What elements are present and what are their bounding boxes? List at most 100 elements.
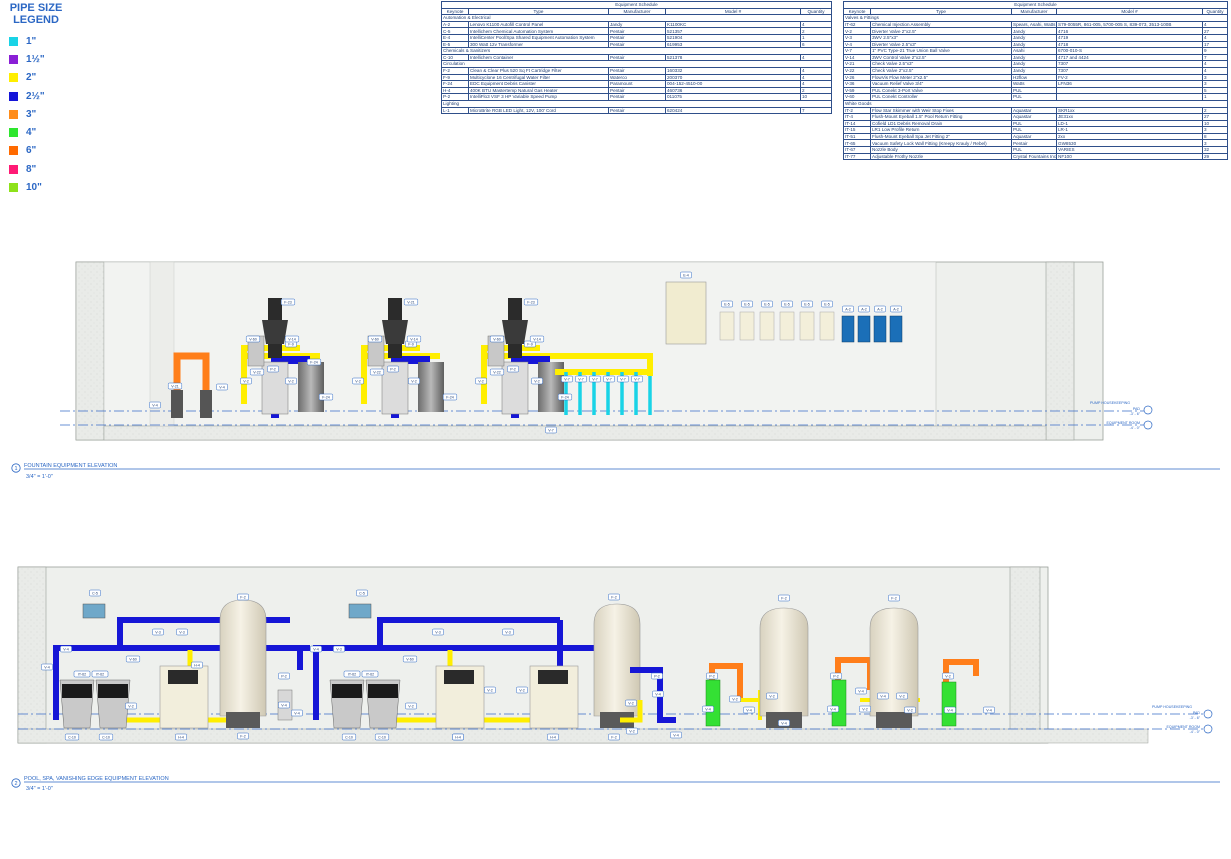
equipment-tag: V-22 bbox=[369, 368, 385, 376]
schedule-cell: 10 bbox=[799, 93, 833, 101]
equipment-tag-box bbox=[631, 375, 643, 383]
equipment-tag: P-2 bbox=[507, 365, 519, 373]
legend-swatch bbox=[9, 36, 18, 46]
legend-item: 3" bbox=[6, 105, 66, 123]
equipment-tag-label: V-14 bbox=[288, 337, 295, 341]
equipment-tag: F-24 bbox=[318, 393, 334, 401]
equipment-tag-box bbox=[842, 305, 854, 313]
equipment-tag: V-2 bbox=[125, 702, 137, 710]
equipment-tag-label: E-5 bbox=[744, 302, 750, 306]
equipment-tag-label: V-3 bbox=[336, 647, 341, 651]
equipment-tag: V-4 bbox=[855, 687, 867, 695]
equipment-tag-label: V-2 bbox=[628, 701, 633, 705]
elevation-1-title: FOUNTAIN EQUIPMENT ELEVATION bbox=[24, 463, 117, 469]
schedule-section-heading: Valves & Fittings bbox=[842, 14, 1229, 22]
elevation-1-room-elev: -4' - 0" bbox=[1130, 426, 1141, 430]
equipment-tag-box bbox=[405, 702, 417, 710]
equipment-tag-label: V-60 bbox=[406, 657, 413, 661]
equipment-tag-box bbox=[944, 706, 956, 714]
equipment-tag: E-4 bbox=[680, 271, 692, 279]
equipment-tag-label: V-4 bbox=[858, 689, 863, 693]
equipment-tag: E-5 bbox=[721, 300, 733, 308]
equipment-tag: A-2 bbox=[858, 305, 870, 313]
elevation-1-housekeeping-elev: -3' - 6" bbox=[1130, 412, 1141, 416]
equipment-tag: V-4 bbox=[983, 706, 995, 714]
elevation-2-housekeeping-label: PUMP HOUSEKEEPING bbox=[1152, 705, 1192, 709]
equipment-tag: V-3 bbox=[333, 645, 345, 653]
equipment-tag: P-2 bbox=[830, 672, 842, 680]
equipment-tag: V-2 bbox=[625, 699, 637, 707]
equipment-tag-box bbox=[855, 687, 867, 695]
equipment-tag-label: C-10 bbox=[345, 735, 353, 739]
equipment-tag-box bbox=[652, 690, 664, 698]
equipment-tag-label: H-4 bbox=[550, 735, 556, 739]
equipment-tag: C-10 bbox=[341, 733, 357, 741]
equipment-tag-box bbox=[561, 375, 573, 383]
equipment-tag-box bbox=[352, 377, 364, 385]
equipment-tag-box bbox=[175, 733, 187, 741]
equipment-tag-box bbox=[374, 733, 390, 741]
equipment-tag: V-4 bbox=[310, 645, 322, 653]
elevation-1-housekeeping-label: PUMP HOUSEKEEPING bbox=[1090, 401, 1130, 405]
legend-swatch bbox=[9, 164, 18, 174]
equipment-tag-box bbox=[729, 695, 741, 703]
elevation-1-room-label: EQUIPMENT ROOM bbox=[1107, 421, 1140, 425]
equipment-tag: F-24 bbox=[557, 393, 573, 401]
equipment-tag-box bbox=[781, 300, 793, 308]
equipment-tag-label: V-4 bbox=[947, 708, 952, 712]
equipment-tag-label: V-7 bbox=[620, 377, 625, 381]
equipment-tag-label: IT-62 bbox=[96, 672, 104, 676]
equipment-tag-label: V-7 bbox=[634, 377, 639, 381]
equipment-tag: C-10 bbox=[98, 733, 114, 741]
equipment-tag-box bbox=[603, 375, 615, 383]
equipment-tag-box bbox=[64, 733, 80, 741]
equipment-tag-box bbox=[502, 628, 514, 636]
equipment-tag: V-4 bbox=[149, 401, 161, 409]
equipment-tag-box bbox=[877, 692, 889, 700]
legend-item: 2½" bbox=[6, 87, 66, 105]
equipment-tag-box bbox=[60, 645, 72, 653]
equipment-tag-box bbox=[529, 335, 545, 343]
elevation-2-scale: 3/4" = 1'-0" bbox=[26, 786, 53, 792]
equipment-tag-box bbox=[801, 300, 813, 308]
equipment-tag-label: V-4 bbox=[152, 403, 157, 407]
equipment-tag-label: F-2 bbox=[240, 734, 245, 738]
equipment-tag-box bbox=[267, 365, 279, 373]
legend-swatch bbox=[9, 73, 18, 83]
equipment-tag-label: IT-62 bbox=[78, 672, 86, 676]
equipment-tag-label: V-2 bbox=[907, 708, 912, 712]
equipment-tag-box bbox=[91, 670, 109, 678]
equipment-tag-box bbox=[285, 377, 297, 385]
equipment-tag: P-2 bbox=[267, 365, 279, 373]
schedule-section-heading: Chemicals & Sanitizers bbox=[440, 47, 833, 55]
equipment-tag: V-2 bbox=[408, 377, 420, 385]
equipment-tag-label: F-2 bbox=[781, 596, 786, 600]
equipment-tag-label: C-5 bbox=[359, 591, 365, 595]
equipment-tag: E-5 bbox=[801, 300, 813, 308]
equipment-tag-box bbox=[149, 401, 161, 409]
elevation-2-title: POOL, SPA, VANISHING EDGE EQUIPMENT ELEV… bbox=[24, 776, 169, 782]
equipment-tag-box bbox=[670, 731, 682, 739]
equipment-tag-box bbox=[89, 589, 101, 597]
schedule-section-heading: White Goods bbox=[842, 100, 1229, 107]
equipment-tag-label: P-2 bbox=[281, 674, 287, 678]
equipment-tag-box bbox=[475, 377, 487, 385]
equipment-tag: V-4 bbox=[778, 719, 790, 727]
equipment-tag: V-2 bbox=[516, 686, 528, 694]
equipment-tag-label: E-5 bbox=[724, 302, 730, 306]
equipment-tag-label: C-10 bbox=[102, 735, 110, 739]
equipment-tag: V-4 bbox=[670, 731, 682, 739]
elevation-2-pad-marker bbox=[1203, 709, 1213, 719]
equipment-tag-box bbox=[240, 377, 252, 385]
equipment-tag-label: V-2 bbox=[355, 379, 360, 383]
equipment-tag-label: C-5 bbox=[92, 591, 98, 595]
equipment-tag-box bbox=[249, 368, 265, 376]
equipment-tag: A-2 bbox=[890, 305, 902, 313]
